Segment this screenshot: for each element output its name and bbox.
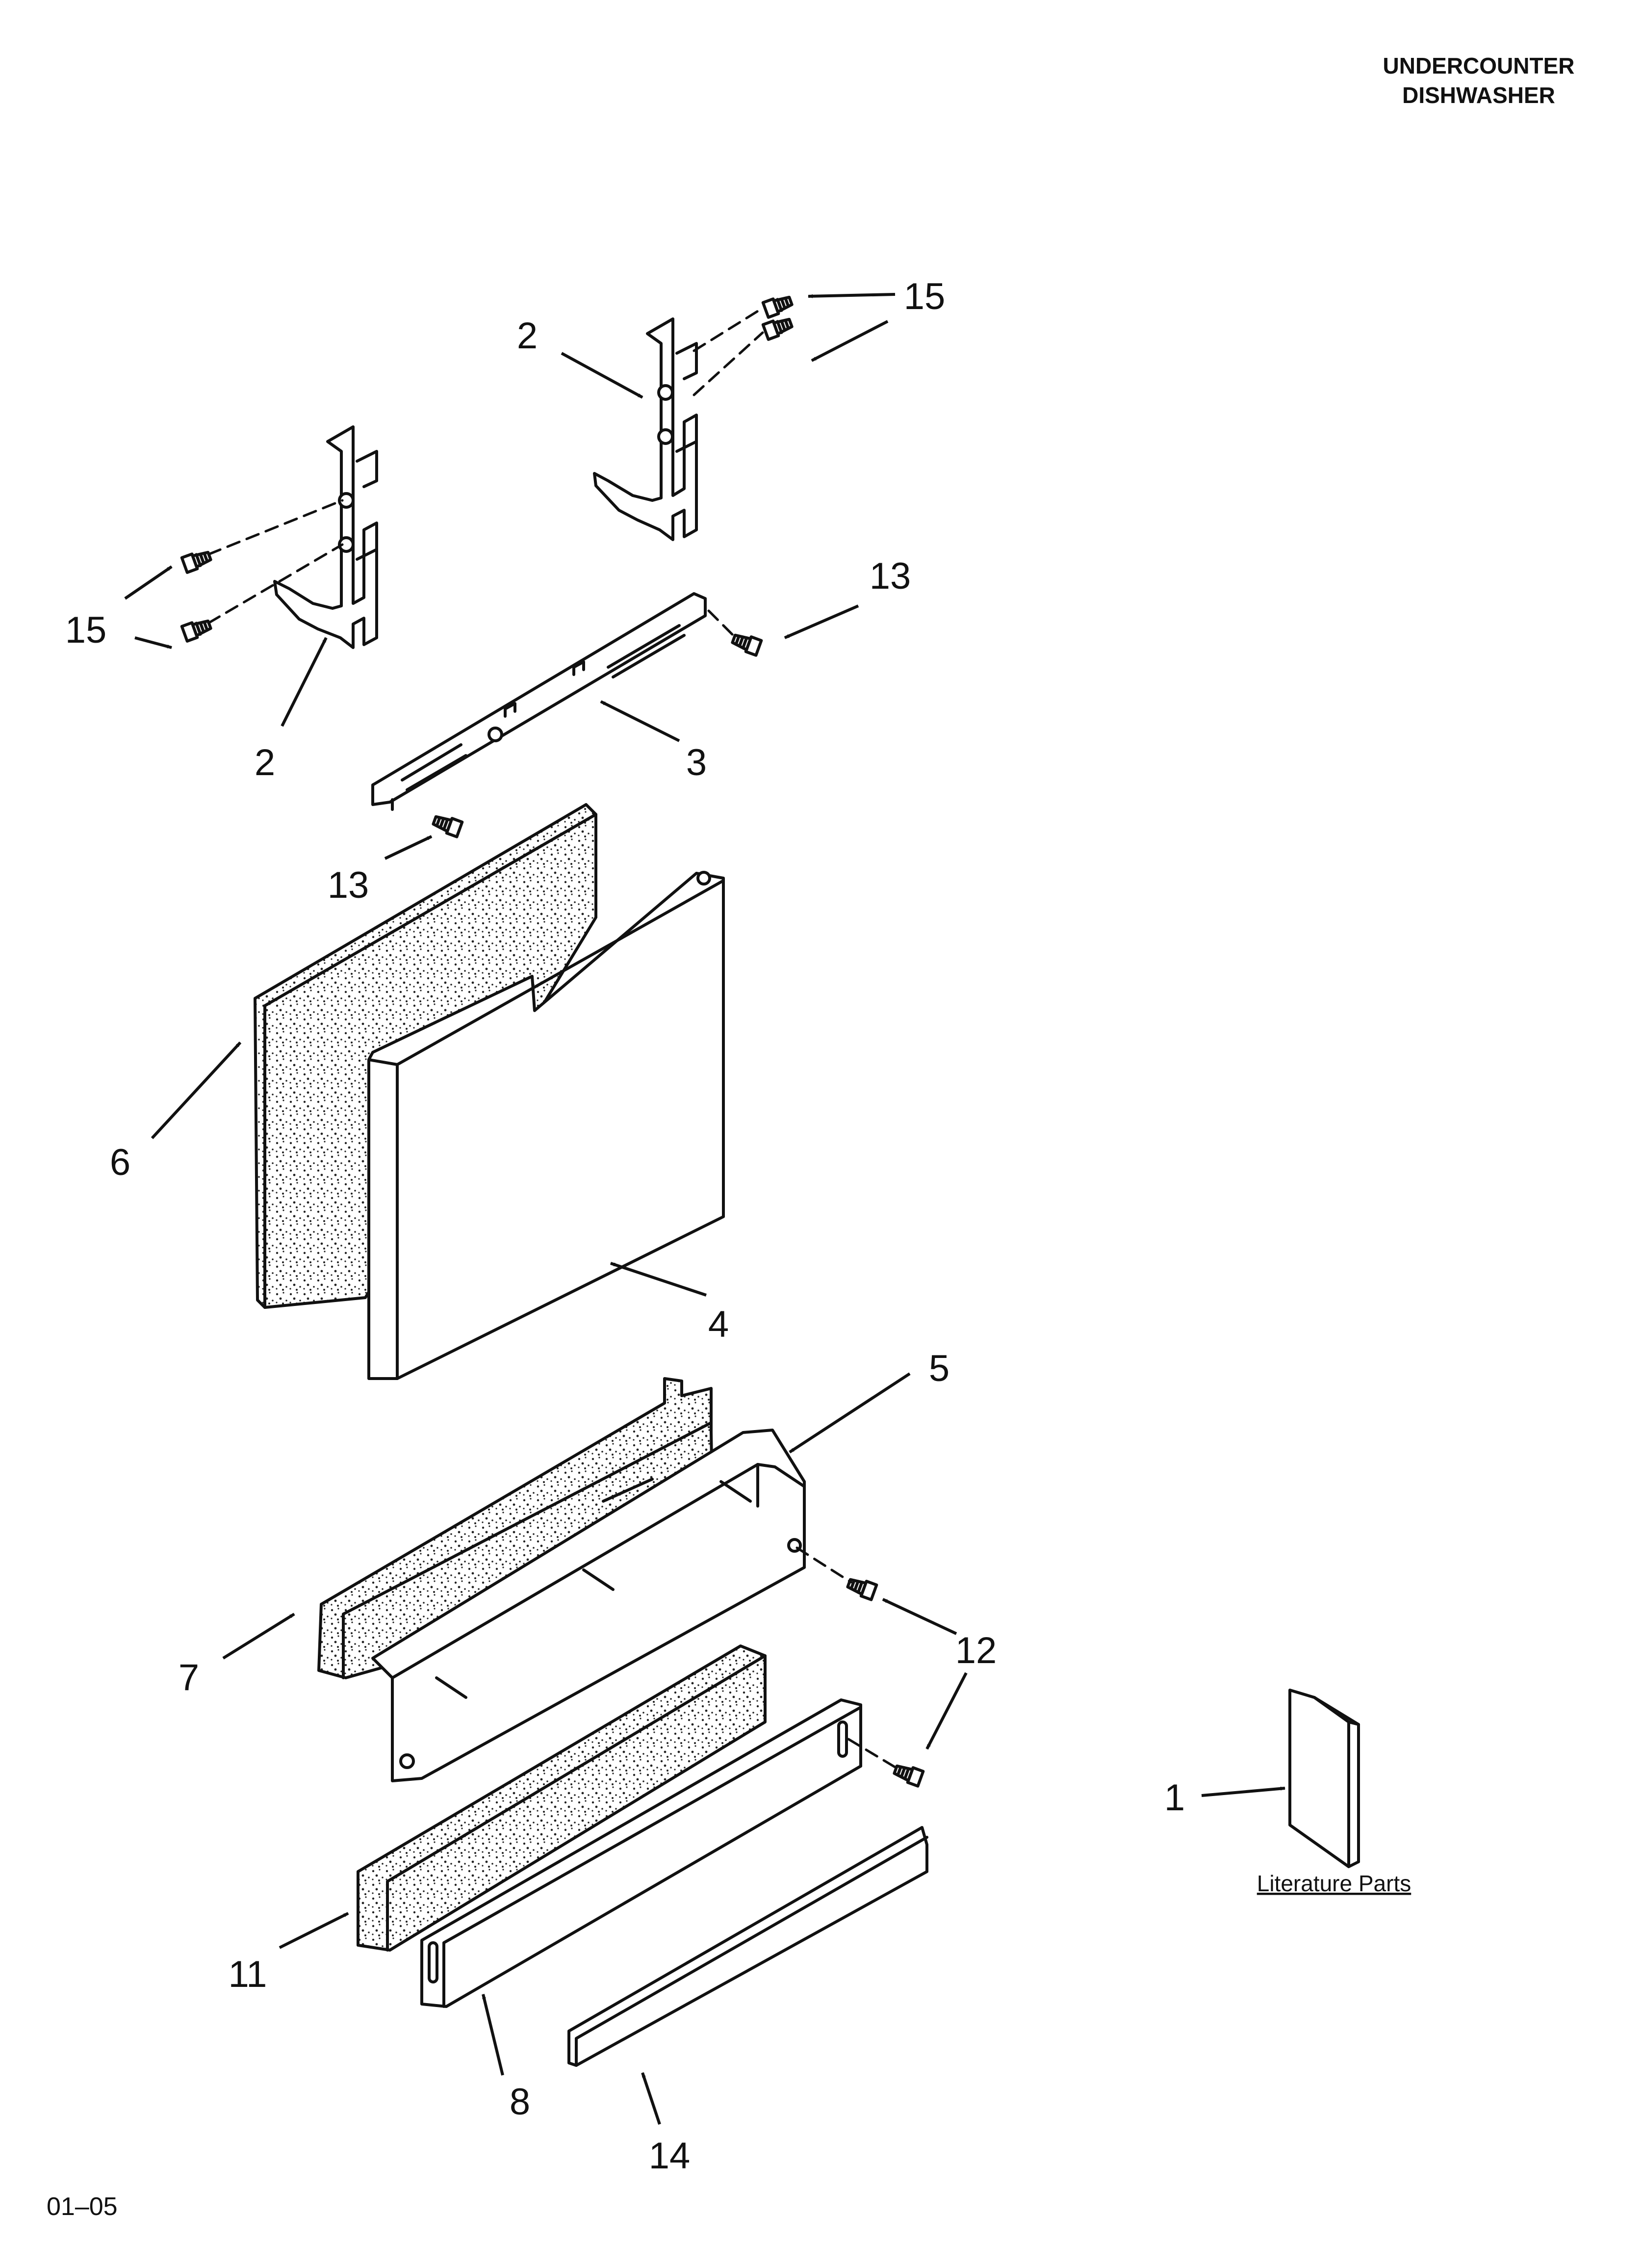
literature-parts-label: Literature Parts bbox=[1257, 1871, 1411, 1896]
callout-14: 14 bbox=[649, 2135, 691, 2177]
screw-13-lower bbox=[432, 815, 464, 838]
access-panel-bracket bbox=[371, 1429, 806, 1782]
callout-15-lower: 15 bbox=[65, 609, 107, 651]
callout-15-upper: 15 bbox=[904, 276, 946, 317]
callout-2-upper: 2 bbox=[517, 315, 538, 357]
callout-1: 1 bbox=[1164, 1777, 1185, 1819]
header-line-1: UNDERCOUNTER bbox=[1383, 53, 1575, 78]
callout-2-lower: 2 bbox=[255, 742, 275, 783]
callout-4: 4 bbox=[708, 1303, 729, 1345]
screw-15-upper-a bbox=[761, 295, 794, 319]
callout-12: 12 bbox=[955, 1630, 997, 1671]
screw-12-upper bbox=[846, 1578, 878, 1601]
callout-5: 5 bbox=[929, 1348, 949, 1389]
door-mounting-rail bbox=[371, 592, 707, 811]
callout-6: 6 bbox=[110, 1142, 130, 1183]
callout-7: 7 bbox=[179, 1657, 199, 1698]
assembly-dashed-lines bbox=[207, 307, 899, 1770]
footer-code: 01–05 bbox=[47, 2192, 118, 2221]
access-panel bbox=[420, 1698, 862, 2008]
outer-door-panel bbox=[367, 871, 725, 1380]
toe-trim-strip bbox=[567, 1826, 928, 2067]
callout-11: 11 bbox=[229, 1954, 267, 1995]
screw-15-upper-b bbox=[761, 317, 794, 341]
screw-13-upper bbox=[731, 633, 763, 657]
door-hinge-bracket-left bbox=[273, 425, 378, 649]
literature-parts-book bbox=[1288, 1689, 1360, 1868]
callout-13-upper: 13 bbox=[870, 555, 911, 597]
callout-3: 3 bbox=[686, 742, 707, 783]
header-line-2: DISHWASHER bbox=[1402, 82, 1555, 108]
diagram-header: UNDERCOUNTER DISHWASHER bbox=[1383, 53, 1575, 108]
lower-insulation-block bbox=[357, 1644, 767, 1952]
callout-numbers: 15 2 15 2 13 3 13 6 4 5 7 12 1 11 8 14 bbox=[65, 276, 1185, 2177]
screw-12-lower bbox=[893, 1764, 925, 1788]
toe-insulation-strip bbox=[317, 1377, 715, 1679]
callout-8: 8 bbox=[510, 2081, 530, 2123]
screw-15-lower-b bbox=[180, 619, 212, 643]
screw-15-lower-a bbox=[180, 550, 212, 574]
callout-13-lower: 13 bbox=[328, 864, 369, 906]
leader-arrows bbox=[124, 293, 1285, 2125]
door-hinge-bracket-right bbox=[593, 317, 698, 541]
